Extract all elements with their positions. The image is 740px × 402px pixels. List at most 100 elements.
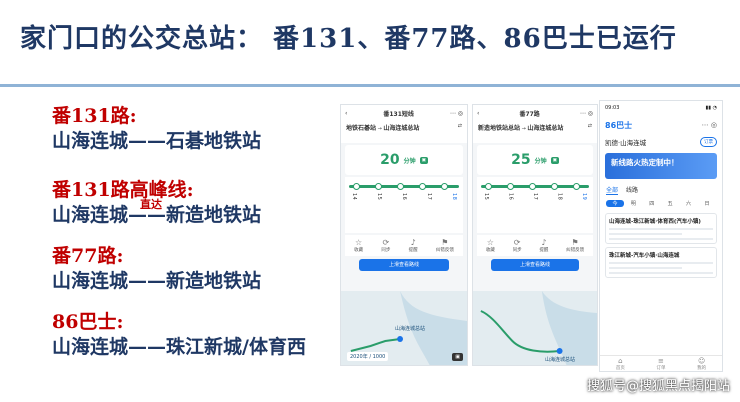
route-path: 山海连城——新造地铁站 <box>52 270 262 292</box>
title-divider <box>0 84 740 87</box>
map-stop-label: 山海连城总站 <box>545 357 576 363</box>
route-item: 番77路: 山海连城——新造地铁站 <box>52 244 342 294</box>
ticket-pill[interactable]: 订票 <box>700 137 717 147</box>
tab-home[interactable]: ⌂首页 <box>615 356 625 371</box>
stop-numbers: 14 15 16 17 18 <box>351 193 457 200</box>
route-card[interactable]: 珠江新城-汽车小镇·山海连城 <box>605 247 717 278</box>
map-graphic <box>473 291 597 365</box>
watermark: 搜狐号@搜狐黑点揭阳站 <box>586 379 730 394</box>
action-feedback[interactable]: ⚑纠错反馈 <box>566 238 585 253</box>
action-sync[interactable]: ⟳同步 <box>512 238 522 253</box>
app-title: 番131短线 <box>383 110 414 118</box>
action-remind[interactable]: ♪提醒 <box>408 238 418 253</box>
action-feedback[interactable]: ⚑纠错反馈 <box>435 238 454 253</box>
menu-icon[interactable]: ⋯ ◎ <box>701 121 717 129</box>
from-stop: 新造地铁站总站 <box>478 125 521 132</box>
user-icon: ☺ <box>697 356 706 365</box>
day-item[interactable]: 六 <box>686 201 692 207</box>
route-line <box>349 185 459 188</box>
date-picker: 今 明 四 五 六 日 <box>600 197 722 210</box>
day-item[interactable]: 五 <box>667 201 673 207</box>
map-stop-label: 山海连城总站 <box>395 326 426 332</box>
swap-icon[interactable]: ⇄ <box>587 123 592 129</box>
stop-number: 17 <box>426 193 432 201</box>
stop-dot <box>397 183 404 190</box>
stop-dot <box>529 183 536 190</box>
bell-icon: ♪ <box>410 238 416 247</box>
app-titlebar: ‹ 番77路 ⋯ ◎ <box>473 105 597 121</box>
action-bar: ☆收藏 ⟳同步 ♪提醒 ⚑纠错反馈 <box>345 235 463 256</box>
back-icon[interactable]: ‹ <box>345 109 348 117</box>
stop-dot <box>419 183 426 190</box>
route-name: 番131路高峰线: <box>52 179 194 201</box>
stop-number: 18 <box>451 193 457 201</box>
bus-app-screenshot-1: ‹ 番131短线 ⋯ ◎ 地铁石碁站 → 山海连城总站 ⇄ 20 分钟 ▣ 14… <box>340 104 468 366</box>
route-selector[interactable]: 凯德·山海连城 订票 <box>600 135 722 149</box>
page-title: 家门口的公交总站： 番131、番77路、86巴士已运行 <box>20 24 677 54</box>
day-item[interactable]: 日 <box>704 201 710 207</box>
route-path: 山海连城——珠江新城/体育西 <box>52 336 306 358</box>
flag-icon: ⚑ <box>441 238 449 247</box>
more-icon[interactable]: ⋯ ◎ <box>579 109 593 117</box>
segment-tabs: 全部 线路 <box>600 183 722 197</box>
tab-route[interactable]: 线路 <box>626 187 639 194</box>
route-item: 番131路高峰线: 山海连城——新造地铁站 直达 <box>52 178 342 228</box>
stop-number: 16 <box>401 193 407 201</box>
route-card-line <box>609 272 713 274</box>
action-sync[interactable]: ⟳同步 <box>381 238 391 253</box>
stop-number: 17 <box>532 193 538 201</box>
day-item[interactable]: 四 <box>649 201 655 207</box>
more-icon[interactable]: ⋯ ◎ <box>449 109 463 117</box>
stop-line: 15 16 17 18 19 <box>477 177 593 233</box>
stop-number: 19 <box>581 193 587 201</box>
eta-card: 20 分钟 ▣ <box>345 145 463 175</box>
view-route-button[interactable]: 上滑查看路线 <box>491 259 579 271</box>
route-card-line <box>609 233 682 235</box>
to-stop: 山海连城总站 <box>527 125 564 132</box>
action-bar: ☆收藏 ⟳同步 ♪提醒 ⚑纠错反馈 <box>477 235 593 256</box>
map-toggle[interactable]: ▣ <box>452 353 463 361</box>
map-view[interactable]: 山海连城总站 2020年 / 1000 ▣ <box>341 291 467 365</box>
bus-badge: ▣ <box>550 156 559 164</box>
action-remind[interactable]: ♪提醒 <box>539 238 549 253</box>
back-icon[interactable]: ‹ <box>477 109 480 117</box>
app-title: 番77路 <box>519 110 540 118</box>
route-item: 86巴士: 山海连城——珠江新城/体育西 <box>52 310 342 360</box>
map-view[interactable]: 山海连城总站 <box>473 291 597 365</box>
swap-icon[interactable]: ⇄ <box>457 123 462 129</box>
route-path: 山海连城——新造地铁站 直达 <box>52 198 342 228</box>
day-item[interactable]: 明 <box>630 201 636 207</box>
list-icon: ≡ <box>658 356 664 365</box>
eta-unit: 分钟 <box>534 157 547 165</box>
stop-number: 14 <box>351 193 357 201</box>
tab-all[interactable]: 全部 <box>606 187 619 195</box>
action-favorite[interactable]: ☆收藏 <box>485 238 495 253</box>
route-card-line <box>609 267 682 269</box>
view-route-button[interactable]: 上滑查看路线 <box>359 259 449 271</box>
day-item[interactable]: 今 <box>606 200 624 207</box>
tab-mine[interactable]: ☺我的 <box>697 356 707 371</box>
action-favorite[interactable]: ☆收藏 <box>354 238 364 253</box>
stop-dot <box>485 183 492 190</box>
stop-number: 15 <box>483 193 489 201</box>
stop-number: 15 <box>376 193 382 201</box>
route-card[interactable]: 山海连城-珠江新城·体育西(汽车小镇) <box>605 213 717 244</box>
route-direction: 新造地铁站总站 → 山海连城总站 ⇄ <box>473 121 597 143</box>
promo-banner[interactable]: 新线路火热定制中！ <box>605 153 717 179</box>
bus-badge: ▣ <box>419 156 428 164</box>
sync-icon: ⟳ <box>382 238 390 247</box>
stop-dot <box>353 183 360 190</box>
eta-card: 25 分钟 ▣ <box>477 145 593 175</box>
from-stop: 地铁石碁站 <box>346 125 377 132</box>
route-direction: 地铁石碁站 → 山海连城总站 ⇄ <box>341 121 467 143</box>
stop-dot <box>441 183 448 190</box>
star-icon: ☆ <box>355 238 363 247</box>
app-titlebar: ‹ 番131短线 ⋯ ◎ <box>341 105 467 121</box>
eta-unit: 分钟 <box>403 157 416 165</box>
route-name: 86巴士: <box>52 311 124 333</box>
status-bar: 09:03 ▮▮ ◔ <box>600 101 722 115</box>
sync-icon: ⟳ <box>513 238 521 247</box>
stop-number: 18 <box>556 193 563 201</box>
tab-orders[interactable]: ≡订单 <box>656 356 666 371</box>
route-card-title: 珠江新城-汽车小镇·山海连城 <box>609 253 680 259</box>
